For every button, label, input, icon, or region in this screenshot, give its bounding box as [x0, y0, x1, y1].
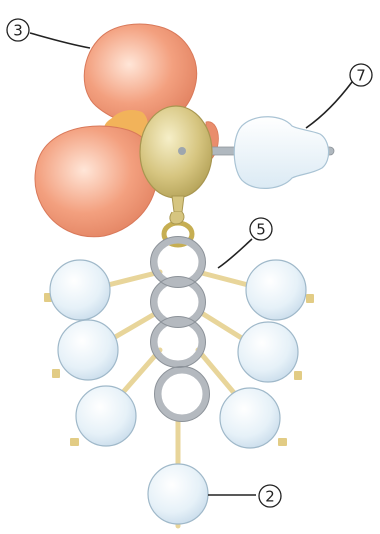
callout-5: 5: [249, 217, 273, 241]
stick: [115, 347, 163, 401]
ball: [147, 463, 209, 525]
ball: [219, 387, 281, 449]
leader-line-5: [217, 238, 253, 269]
callout-7: 7: [349, 63, 373, 87]
ball: [245, 259, 307, 321]
callout-label-2: 2: [265, 488, 275, 506]
stick-cap: [306, 294, 314, 303]
callout-circle: [349, 63, 373, 87]
stick-cap: [52, 369, 60, 378]
stick: [195, 269, 255, 289]
callout-circle: [249, 217, 273, 241]
leader-lines: [29, 32, 353, 496]
callout-label-3: 3: [13, 22, 23, 40]
stick-cap: [294, 371, 302, 380]
ring-chain: [150, 236, 210, 422]
callout-label-7: 7: [356, 67, 366, 85]
chain-ring: [150, 316, 206, 368]
stick-cap: [70, 438, 79, 446]
ball: [57, 319, 119, 381]
chain-ring: [150, 276, 206, 328]
olive-neck: [171, 195, 185, 213]
light-shape-7: [233, 116, 330, 189]
ball-group: [49, 259, 307, 525]
callout-circle: [258, 484, 282, 508]
stick: [197, 309, 251, 345]
chain-ring-outline: [150, 236, 206, 288]
stick: [101, 269, 163, 289]
petal-group: [34, 23, 219, 238]
olive-hub: [178, 147, 186, 155]
stick-cap: [278, 438, 287, 446]
chain-ring: [154, 366, 210, 422]
ball: [75, 385, 137, 447]
chain-ring: [150, 236, 206, 288]
chain-ring-outline: [154, 366, 210, 422]
ball: [237, 321, 299, 383]
petal-left: [34, 125, 159, 238]
callout-label-5: 5: [256, 221, 266, 239]
callout-3: 3: [6, 18, 30, 42]
stick: [195, 347, 243, 403]
ball: [49, 259, 111, 321]
callout-2: 2: [258, 484, 282, 508]
chain-ring-outline: [150, 316, 206, 368]
olive-body: [139, 105, 213, 248]
olive-ring-top: [169, 211, 185, 225]
stick: [107, 309, 161, 343]
chain-ring-outline: [150, 276, 206, 328]
leader-line-3: [29, 32, 91, 49]
ring-chain-outline: [150, 236, 210, 422]
callout-circle: [6, 18, 30, 42]
leader-line-7: [305, 81, 353, 129]
